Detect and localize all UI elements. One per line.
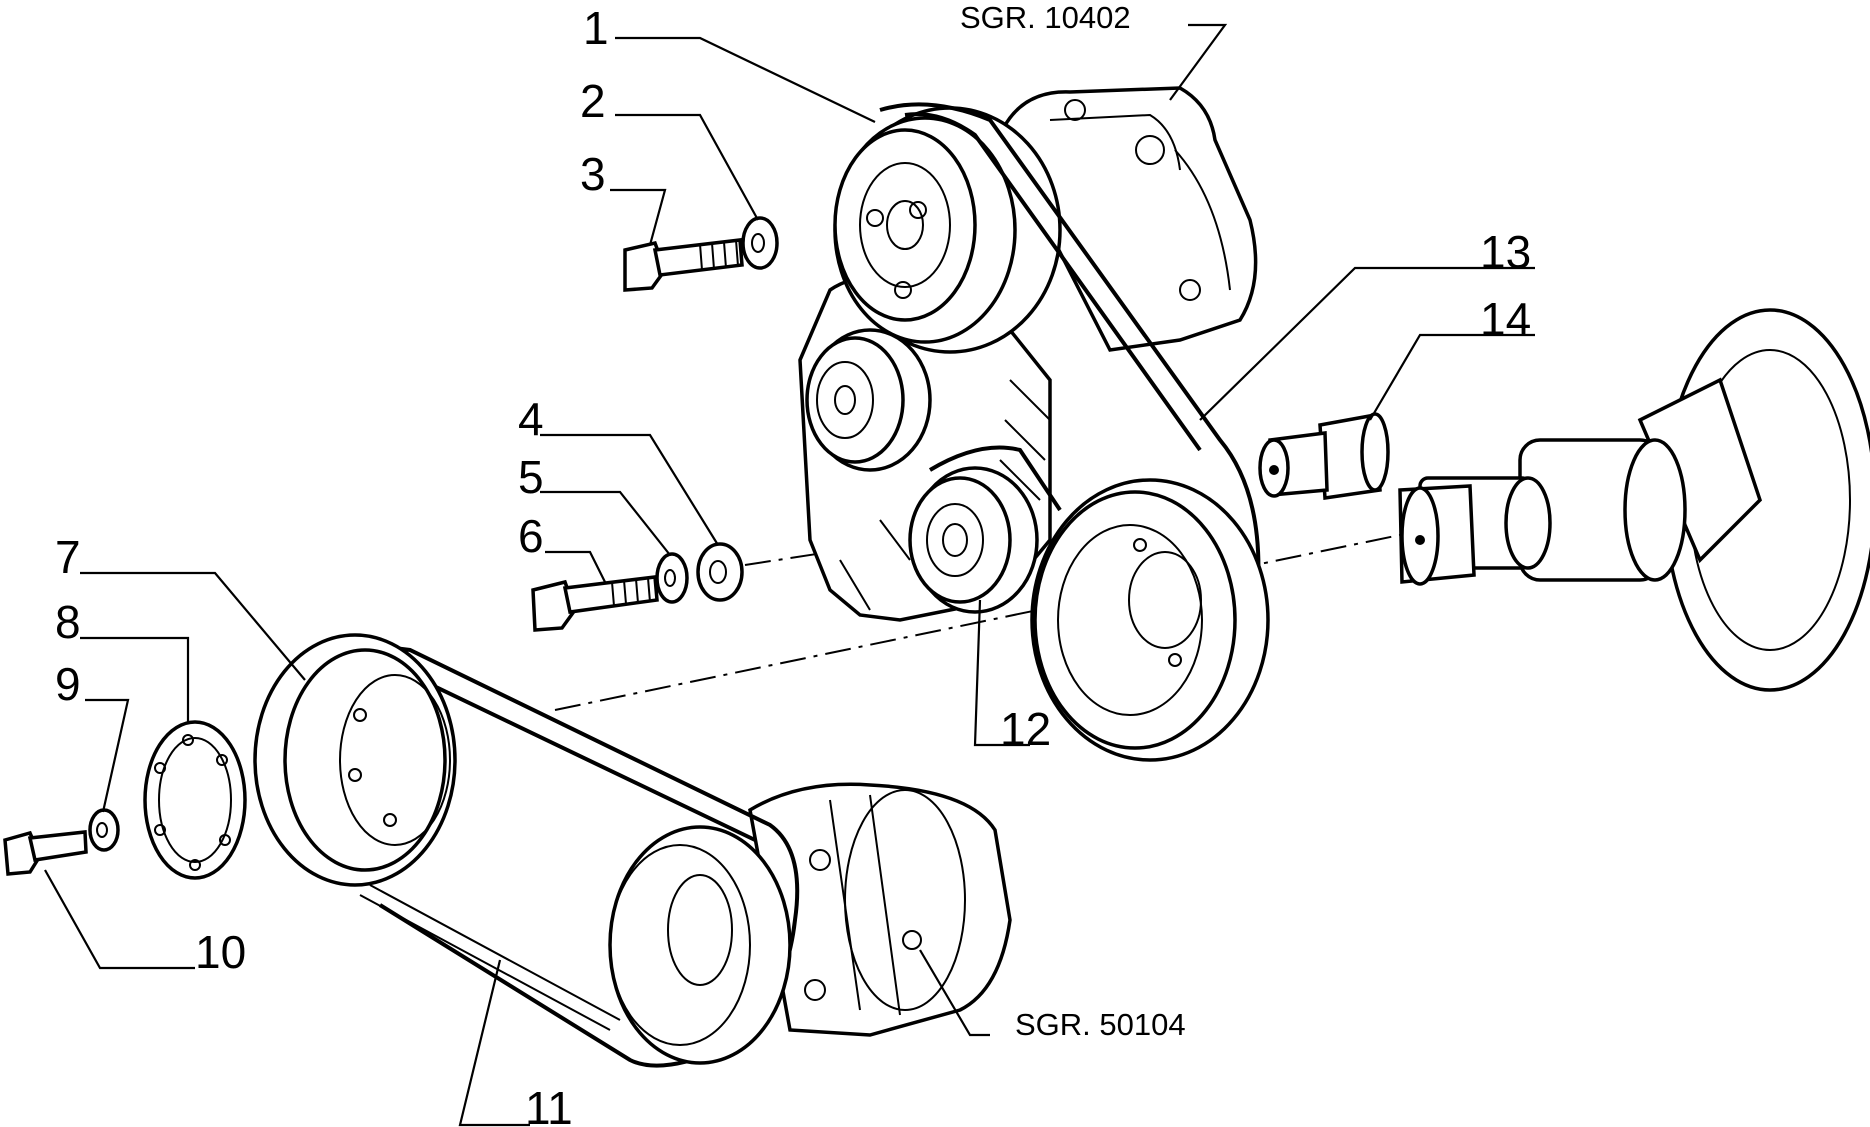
callout-10: 10 <box>195 926 246 978</box>
washer-part-4 <box>696 542 744 602</box>
auxiliary-pulley <box>805 328 932 472</box>
callout-5: 5 <box>518 451 544 503</box>
callout-13: 13 <box>1480 226 1531 278</box>
callout-7: 7 <box>55 531 81 583</box>
plate-part-8 <box>143 720 247 880</box>
bolt-part-6 <box>531 575 659 632</box>
callout-8: 8 <box>55 596 81 648</box>
leader-lines <box>44 23 1535 1127</box>
pulley-part-7 <box>253 633 457 887</box>
compressor-pulley <box>608 825 792 1065</box>
crankshaft <box>1398 308 1870 692</box>
callout-2: 2 <box>580 75 606 127</box>
bolt-part-3 <box>623 238 744 292</box>
bolt-part-10 <box>3 830 88 876</box>
callout-14: 14 <box>1480 293 1531 345</box>
callout-labels: 1 2 3 4 5 6 7 8 9 10 11 12 13 14 SGR. 10… <box>55 0 1531 1127</box>
callout-12: 12 <box>1000 703 1051 755</box>
washer-part-5 <box>655 552 689 604</box>
washer-part-2 <box>741 216 779 270</box>
callout-11: 11 <box>525 1082 573 1127</box>
pulley-part-1 <box>833 106 1062 354</box>
callout-3: 3 <box>580 148 606 200</box>
tensioner-pulley-part-12 <box>908 445 1062 614</box>
callout-6: 6 <box>518 510 544 562</box>
bush-part-14 <box>1258 412 1390 501</box>
callout-1: 1 <box>583 2 609 54</box>
reference-top: SGR. 10402 <box>960 0 1131 35</box>
callout-4: 4 <box>518 393 544 445</box>
washer-part-9 <box>88 808 120 852</box>
compressor-unit <box>748 782 1012 1037</box>
crank-pulley <box>1030 478 1270 762</box>
callout-9: 9 <box>55 658 81 710</box>
reference-bottom: SGR. 50104 <box>1015 1007 1186 1042</box>
